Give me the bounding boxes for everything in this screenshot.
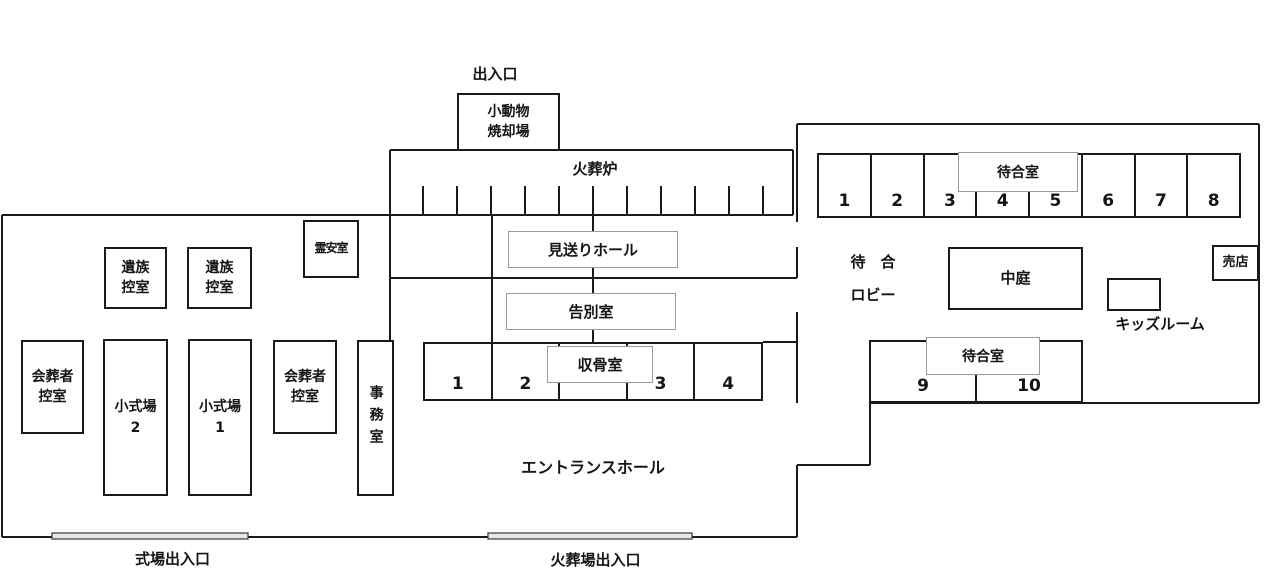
waiting-lobby-line1: 待 合 xyxy=(850,253,896,271)
family-room-2: 遺族 控室 xyxy=(187,247,252,309)
room-cell: 1 xyxy=(451,374,464,394)
crematorium-entrance-door xyxy=(487,532,693,540)
mourner-room-2: 会葬者 控室 xyxy=(273,340,337,434)
ceremony-entrance-label: 式場出入口 xyxy=(134,550,210,568)
small-hall-1-name: 小式場 xyxy=(199,399,241,416)
mourner-room-2-line2: 控室 xyxy=(291,389,319,405)
mourner-room-1: 会葬者 控室 xyxy=(21,340,84,434)
kids-room-box xyxy=(1107,278,1161,311)
family-room-1: 遺族 控室 xyxy=(104,247,167,309)
room-cell: 9 xyxy=(917,376,929,396)
crematorium-entrance-label: 火葬場出入口 xyxy=(550,551,641,569)
furnace-label: 火葬炉 xyxy=(572,160,618,178)
waiting-rooms-top-label: 待合室 xyxy=(958,152,1078,192)
mourner-room-2-line1: 会葬者 xyxy=(284,368,326,385)
room-cell: 6 xyxy=(1080,155,1134,216)
ceremony-entrance-door xyxy=(51,532,249,540)
kids-room-label: キッズルーム xyxy=(1115,315,1205,333)
entrance-top-label: 出入口 xyxy=(472,65,518,83)
waiting-rooms-bottom-label: 待合室 xyxy=(926,337,1040,375)
room-cell: 8 xyxy=(1186,155,1239,216)
small-hall-1: 小式場 1 xyxy=(188,339,252,496)
room-cell: 2 xyxy=(869,155,923,216)
shop-label: 売店 xyxy=(1222,254,1249,270)
shop-room: 売店 xyxy=(1212,245,1259,281)
mortuary-label: 霊安室 xyxy=(314,241,348,256)
mourner-room-1-line1: 会葬者 xyxy=(31,368,74,385)
family-room-1-line2: 控室 xyxy=(121,280,150,296)
sendoff-hall-label: 見送りホール xyxy=(508,231,678,268)
mourner-room-1-line2: 控室 xyxy=(38,389,67,405)
courtyard: 中庭 xyxy=(948,247,1083,310)
small-hall-2-number: 2 xyxy=(130,419,141,436)
room-cell: 4 xyxy=(693,344,761,399)
courtyard-label: 中庭 xyxy=(1000,268,1031,287)
office-room: 事務室 xyxy=(357,340,394,496)
room-cell: 3 xyxy=(922,155,976,216)
small-animal-room-line1: 小動物 xyxy=(487,103,530,120)
farewell-room-label: 告別室 xyxy=(506,293,676,330)
family-room-2-line1: 遺族 xyxy=(205,259,234,276)
ash-collection-room-label: 収骨室 xyxy=(547,346,653,383)
entrance-hall-label: エントランスホール xyxy=(521,458,665,477)
small-hall-1-number: 1 xyxy=(215,419,225,436)
mortuary-room: 霊安室 xyxy=(303,220,359,278)
small-animal-room: 小動物 焼却場 xyxy=(457,93,560,151)
small-hall-2-name: 小式場 xyxy=(114,399,157,416)
small-hall-2: 小式場 2 xyxy=(103,339,168,496)
room-cell: 7 xyxy=(1133,155,1187,216)
room-cell: 1 xyxy=(838,191,851,211)
room-cell: 2 xyxy=(490,344,559,399)
small-animal-room-line2: 焼却場 xyxy=(487,124,530,140)
waiting-lobby-line2: ロビー xyxy=(850,286,896,304)
family-room-2-line2: 控室 xyxy=(205,280,234,296)
office-label: 事務室 xyxy=(367,385,384,451)
family-room-1-line1: 遺族 xyxy=(121,259,150,276)
